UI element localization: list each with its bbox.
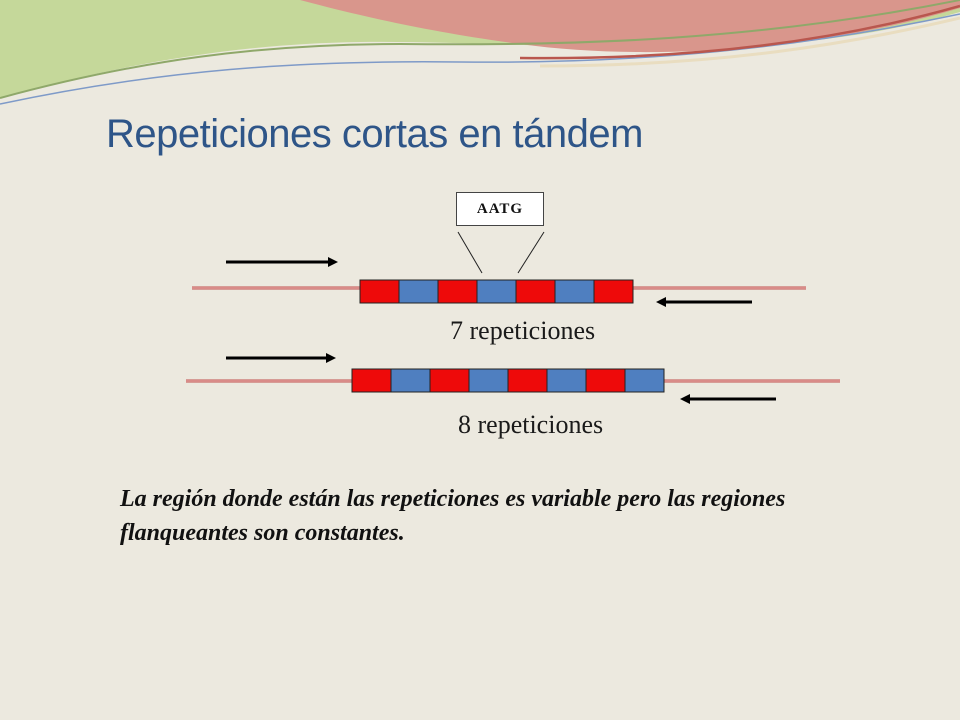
allele-8-label: 8 repeticiones [458,410,604,439]
repeat-unit [429,368,470,393]
repeat-unit [398,279,439,304]
repeat-unit [437,279,478,304]
arrowhead-left-icon [680,394,690,404]
motif-callout-line [517,231,545,274]
repeat-unit [468,368,509,393]
repeat-unit [359,279,400,304]
repeat-array-7 [359,279,634,304]
repeat-array-8 [351,368,665,393]
slide-title: Repeticiones cortas en tándem [106,112,643,156]
allele-7-label: 7 repeticiones [450,316,596,345]
slide-caption: La región donde están las repeticiones e… [120,486,786,546]
repeat-unit [515,279,556,304]
motif-callout-line [457,231,483,274]
arrowhead-left-icon [656,297,666,307]
repeat-unit [476,279,517,304]
repeat-unit [390,368,431,393]
repeat-unit [507,368,548,393]
repeat-unit [554,279,595,304]
repeat-unit [351,368,392,393]
header-decoration [0,0,960,105]
repeat-motif-box: AATG [456,192,544,226]
repeat-unit [546,368,587,393]
repeat-unit [624,368,665,393]
repeat-unit [593,279,634,304]
arrowhead-right-icon [326,353,336,363]
allele-8-repeats [186,353,840,404]
arrowhead-right-icon [328,257,338,267]
repeat-unit [585,368,626,393]
allele-7-repeats [192,257,806,307]
